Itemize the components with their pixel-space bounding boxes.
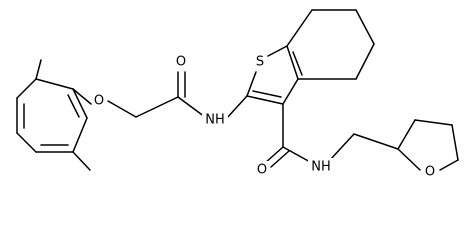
thiophene-sulfur-label: S bbox=[253, 53, 267, 70]
svg-text:O: O bbox=[176, 55, 186, 70]
svg-text:O: O bbox=[425, 165, 435, 180]
svg-text:O: O bbox=[94, 94, 104, 109]
thf-oxygen-label: O bbox=[423, 163, 437, 180]
svg-text:NH: NH bbox=[311, 160, 331, 175]
amide2-oxygen-label: O bbox=[255, 161, 269, 178]
amide1-oxygen-label: O bbox=[174, 53, 188, 70]
svg-text:S: S bbox=[256, 55, 264, 70]
bond-lines bbox=[16, 9, 459, 171]
ether-oxygen-label: O bbox=[92, 92, 106, 109]
atom-labels: O O NH S O NH O bbox=[92, 53, 437, 180]
svg-text:NH: NH bbox=[205, 113, 225, 128]
svg-text:O: O bbox=[257, 163, 267, 178]
amide1-nh-label: NH bbox=[202, 111, 228, 128]
amide2-nh-label: NH bbox=[308, 158, 334, 175]
structure-diagram: O O NH S O NH O bbox=[16, 9, 459, 180]
